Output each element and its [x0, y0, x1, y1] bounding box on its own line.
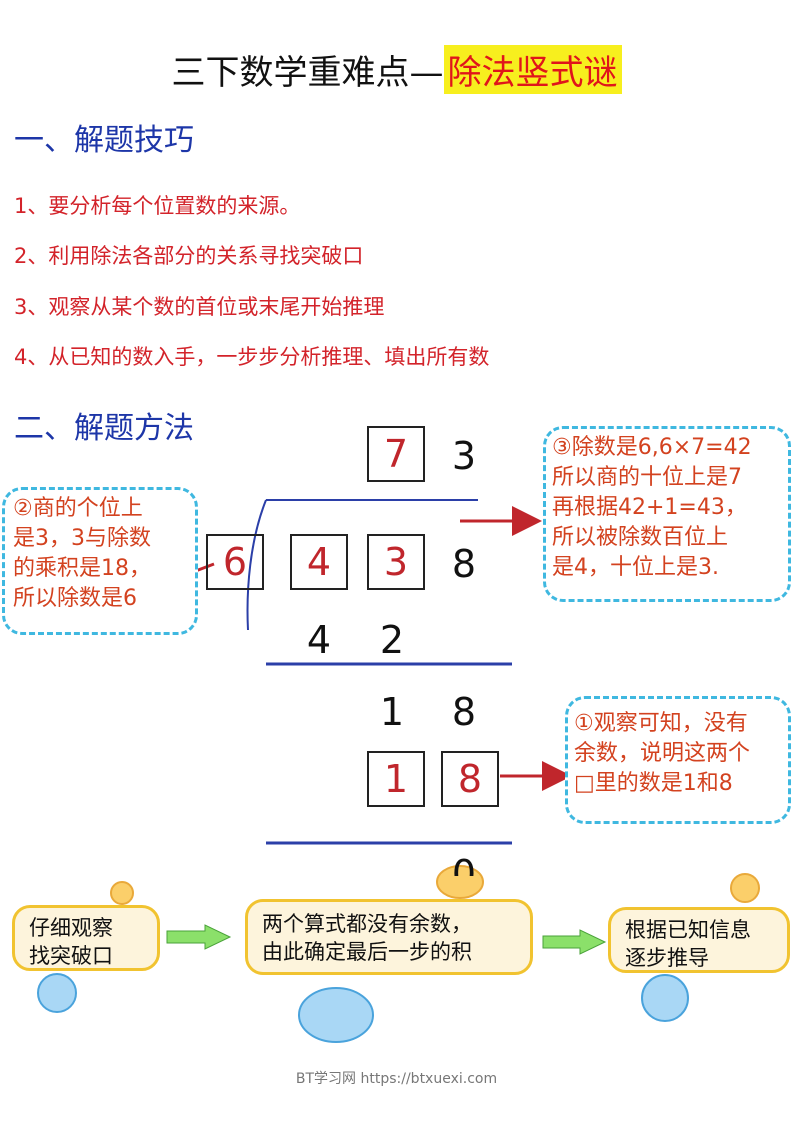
quotient-ones-digit: 3 — [451, 434, 477, 478]
remainder1-tens-digit: 1 — [379, 690, 405, 734]
flow-step-3-line: 根据已知信息 — [625, 918, 751, 942]
section-heading-method: 二、解题方法 — [14, 411, 194, 446]
page-title: 三下数学重难点—除法竖式谜 — [0, 40, 793, 98]
dividend-hundreds-box: 4 — [290, 534, 348, 590]
product1-hundreds-digit: 4 — [306, 618, 332, 662]
product2-tens-box: 1 — [367, 751, 425, 807]
flow-step-3-line: 逐步推导 — [625, 946, 709, 970]
note-right-bottom-line: ①观察可知，没有 — [574, 711, 748, 736]
tip-item-4: 4、从已知的数入手，一步步分析推理、填出所有数 — [14, 345, 490, 369]
flow-step-1: 仔细观察 找突破口 — [12, 905, 160, 971]
tip-item-2: 2、利用除法各部分的关系寻找突破口 — [14, 244, 364, 268]
flow-arrow-2 — [542, 929, 607, 955]
decor-bubble — [436, 865, 484, 899]
flow-step-1-line: 找突破口 — [29, 944, 113, 968]
flow-arrow-1 — [166, 924, 232, 950]
decor-bubble — [641, 974, 689, 1022]
note-right-top: ③除数是6,6×7=42 所以商的十位上是7 再根据42+1=43， 所以被除数… — [543, 426, 791, 602]
section-heading-tips: 一、解题技巧 — [14, 123, 194, 158]
tip-item-3: 3、观察从某个数的首位或末尾开始推理 — [14, 295, 385, 319]
flow-step-1-line: 仔细观察 — [29, 916, 113, 940]
note-left-line: 的乘积是18， — [13, 556, 151, 581]
footer-watermark: BT学习网 https://btxuexi.com — [295, 1071, 498, 1087]
note-right-bottom: ①观察可知，没有 余数，说明这两个 □里的数是1和8 — [565, 696, 791, 824]
flow-step-3: 根据已知信息 逐步推导 — [608, 907, 790, 973]
flow-step-2: 两个算式都没有余数， 由此确定最后一步的积 — [245, 899, 533, 975]
note-right-top-line: 所以被除数百位上 — [552, 525, 729, 550]
decor-bubble — [730, 873, 760, 903]
division-bracket — [246, 499, 267, 631]
note-left: ②商的个位上 是3，3与除数 的乘积是18， 所以除数是6 — [2, 487, 198, 635]
note-left-line: 所以除数是6 — [13, 586, 137, 611]
quotient-tens-box: 7 — [367, 426, 425, 482]
note-right-top-line: 所以商的十位上是7 — [552, 465, 742, 490]
decor-bubble — [37, 973, 77, 1013]
decor-bubble — [110, 881, 134, 905]
note-left-line: 是3，3与除数 — [13, 526, 151, 551]
dividend-ones-digit: 8 — [451, 542, 477, 586]
decor-bubble — [298, 987, 374, 1043]
page-title-main: 三下数学重难点— — [171, 52, 444, 93]
flow-step-2-line: 两个算式都没有余数， — [262, 912, 472, 936]
product1-tens-digit: 2 — [379, 618, 405, 662]
flow-step-2-line: 由此确定最后一步的积 — [262, 940, 472, 964]
note-left-line: ②商的个位上 — [13, 496, 143, 521]
note-right-top-line: ③除数是6,6×7=42 — [552, 435, 752, 460]
remainder1-ones-digit: 8 — [451, 690, 477, 734]
page-title-highlight: 除法竖式谜 — [443, 44, 622, 94]
divisor-box: 6 — [206, 534, 264, 590]
note-right-bottom-line: 余数，说明这两个 — [574, 741, 751, 766]
note-right-top-line: 是4，十位上是3. — [552, 555, 719, 580]
note-right-top-line: 再根据42+1=43， — [552, 495, 747, 520]
dividend-tens-box: 3 — [367, 534, 425, 590]
tip-item-1: 1、要分析每个位置数的来源。 — [14, 194, 301, 218]
final-remainder-digit: 0 — [451, 852, 477, 876]
note-right-bottom-line: □里的数是1和8 — [574, 771, 733, 796]
product2-ones-box: 8 — [441, 751, 499, 807]
